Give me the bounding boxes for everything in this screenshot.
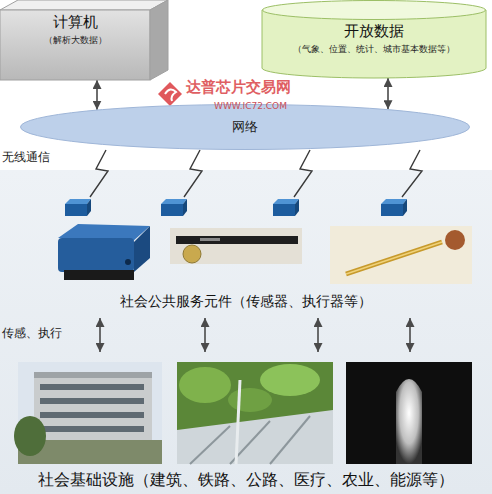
double-arrow: [96, 80, 98, 110]
greenhouse-photo-part: [260, 364, 320, 396]
sensor-device-photo-part: [125, 259, 131, 265]
data-cylinder: 开放数据 （气象、位置、统计、城市基本数据等）: [262, 0, 486, 78]
sensor-node-part: [273, 199, 299, 204]
sensor-node-part: [295, 199, 299, 216]
watermark-logo: [158, 82, 182, 106]
node-subtitle: （解析大数据）: [44, 35, 107, 46]
lower-ground-part: [0, 170, 492, 494]
wireless-signal-part: [294, 150, 312, 197]
greenhouse-photo-part: [177, 410, 333, 464]
double-arrow: [409, 318, 411, 352]
sensor-node-part: [87, 199, 91, 216]
greenhouse-photo-part: [228, 388, 272, 412]
greenhouse-photo-part: [177, 362, 333, 464]
probe-photo: [330, 226, 472, 284]
wireless-signal: [90, 150, 422, 197]
building-photo-part-part: [40, 426, 144, 432]
sensing-label: 传感、执行: [2, 326, 62, 340]
sensor-strip-photo-part: [200, 238, 220, 241]
greenhouse-photo-part-part: [270, 416, 310, 464]
node-title: 网络: [232, 119, 258, 135]
building-photo-part: [40, 384, 144, 432]
sensor-strip-photo: [170, 228, 302, 264]
sensor-node-part: [65, 204, 87, 216]
building-photo-part: [34, 372, 152, 378]
greenhouse-photo-part-part: [190, 426, 230, 464]
sensor-node-part: [183, 199, 187, 216]
box-top: [0, 0, 168, 10]
building-photo-part-part: [40, 398, 144, 404]
probe-photo-part: [445, 230, 465, 250]
wireless-signal-part: [90, 150, 108, 197]
sensor-device-photo-part: [58, 238, 134, 272]
building-photo-part-part: [40, 412, 144, 418]
sensor-device-photo: [58, 224, 150, 280]
sensor-device-photo-part: [64, 270, 134, 280]
wireless-signal-part: [402, 150, 422, 197]
sensor-node-part: [381, 204, 403, 216]
building-photo-part-part: [40, 384, 144, 390]
wireless-signal-part: [184, 150, 202, 197]
watermark-logo-part: [158, 82, 182, 106]
ellipse-fill: [21, 105, 470, 150]
node-subtitle: （气象、位置、统计、城市基本数据等）: [293, 44, 455, 55]
box-side: [150, 0, 168, 80]
double-arrow: [317, 318, 319, 352]
building-photo-part: [14, 416, 46, 456]
sensor-node-part: [65, 199, 91, 204]
greenhouse-photo-part: [190, 416, 310, 464]
sensor-node-part: [161, 199, 187, 204]
infrastructure-band: 社会基础设施（建筑、铁路、公路、医疗、农业、能源等）: [0, 352, 492, 494]
node-title: 计算机: [53, 13, 98, 32]
sensor-node: [65, 199, 407, 216]
sensor-strip-photo-part: [183, 245, 201, 263]
greenhouse-photo: [177, 362, 333, 464]
probe-photo-part: [346, 242, 442, 274]
double-arrow: [387, 78, 389, 109]
double-arrow: [204, 318, 206, 352]
xray-photo-part: [396, 379, 422, 464]
cylinder-body: [262, 10, 486, 78]
sensor-node-part: [273, 204, 295, 216]
greenhouse-photo-part: [179, 367, 231, 403]
sensor-node-part: [161, 204, 183, 216]
xray-photo-part: [346, 362, 472, 464]
node-title: 社会基础设施（建筑、铁路、公路、医疗、农业、能源等）: [38, 470, 454, 490]
sensor-node-part: [381, 199, 407, 204]
probe-photo-part: [346, 242, 442, 274]
cylinder-top: [263, 1, 486, 20]
box-front: [0, 10, 150, 80]
sensor-strip-photo-part: [170, 228, 302, 264]
sensor-device-photo-part: [134, 226, 150, 272]
lower-ground: [0, 170, 492, 494]
sensor-node-part: [403, 199, 407, 216]
building-photo: [14, 362, 162, 464]
wireless-label: 无线通信: [2, 150, 50, 164]
computer-box: 计算机 （解析大数据）: [0, 0, 168, 80]
sensor-strip-photo-part: [176, 236, 298, 244]
component-band: 社会公共服务元件（传感器、执行器等）: [0, 172, 492, 318]
watermark-url: WWW.IC72.COM: [214, 101, 287, 112]
greenhouse-photo-part: [236, 380, 240, 464]
watermark-text: 达普芯片交易网: [186, 78, 291, 96]
probe-photo-part: [330, 226, 472, 284]
node-title: 社会公共服务元件（传感器、执行器等）: [120, 293, 372, 311]
double-arrow: [99, 318, 101, 352]
watermark-logo-part: [165, 89, 176, 101]
node-title: 开放数据: [344, 22, 404, 41]
xray-photo: [346, 362, 472, 464]
